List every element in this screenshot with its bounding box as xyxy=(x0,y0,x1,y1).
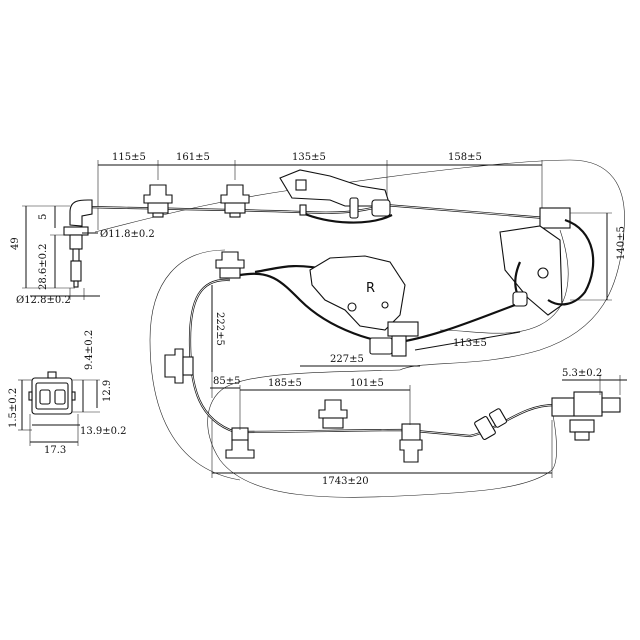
dim-158: 158±5 xyxy=(448,152,482,163)
dim-28-6: 28.6±0.2 xyxy=(38,243,49,290)
dim-dia-12-8: Ø12.8±0.2 xyxy=(16,295,71,306)
dim-1743: 1743±20 xyxy=(322,476,369,487)
grommet-top xyxy=(349,197,391,219)
bracket-r-label: R xyxy=(366,281,375,296)
dim-135: 135±5 xyxy=(292,152,326,163)
clip-1 xyxy=(143,184,173,218)
dim-9-4: 9.4±0.2 xyxy=(84,330,95,370)
clip-4 xyxy=(164,348,194,384)
bracket-top xyxy=(279,169,391,216)
top-dimension-chain: 115±5 161±5 135±5 158±5 xyxy=(97,152,543,230)
clip-2 xyxy=(220,184,250,218)
dim-222: 222±5 xyxy=(214,312,225,346)
bracket-r: R xyxy=(309,255,419,337)
clip-7 xyxy=(399,423,423,463)
right-bracket xyxy=(499,207,595,316)
dim-49: 49 xyxy=(10,237,21,250)
connector-end: 5.3±0.2 xyxy=(551,368,627,441)
envelope-outline xyxy=(94,159,625,498)
dim-dia-11-8: Ø11.8±0.2 xyxy=(100,229,155,240)
dim-113: 113±5 xyxy=(453,338,487,349)
clip-5 xyxy=(225,427,255,459)
grommet-lower xyxy=(474,408,508,440)
dim-5-3: 5.3±0.2 xyxy=(562,368,602,379)
dim-101: 101±5 xyxy=(350,378,384,389)
middle-dimensions: 222±5 85±5 185±5 101±5 227±5 113±5 xyxy=(210,285,521,430)
dim-115: 115±5 xyxy=(112,152,146,163)
connector-mid xyxy=(369,335,407,357)
clip-3 xyxy=(215,251,245,279)
dim-227: 227±5 xyxy=(330,354,364,365)
dim-161: 161±5 xyxy=(176,152,210,163)
dim-12-9: 12.9 xyxy=(102,380,113,402)
dim-140: 140±5 xyxy=(616,226,627,260)
overall-dimension: 1743±20 xyxy=(211,420,553,487)
plug-face-view: 9.4±0.2 12.9 1.5±0.2 13.9±0.2 17.3 xyxy=(8,330,127,456)
dim-85: 85±5 xyxy=(213,376,240,387)
dim-140-group: 140±5 xyxy=(570,212,627,301)
upper-cable xyxy=(87,203,546,224)
dim-17-3: 17.3 xyxy=(44,445,66,456)
wheel-speed-sensor: 49 5 28.6±0.2 Ø11.8±0.2 Ø12.8±0.2 xyxy=(10,199,155,306)
dim-1-5: 1.5±0.2 xyxy=(8,388,19,428)
dim-13-9: 13.9±0.2 xyxy=(80,426,127,437)
clip-6 xyxy=(318,399,348,429)
dim-5: 5 xyxy=(38,214,49,220)
dim-185: 185±5 xyxy=(268,378,302,389)
